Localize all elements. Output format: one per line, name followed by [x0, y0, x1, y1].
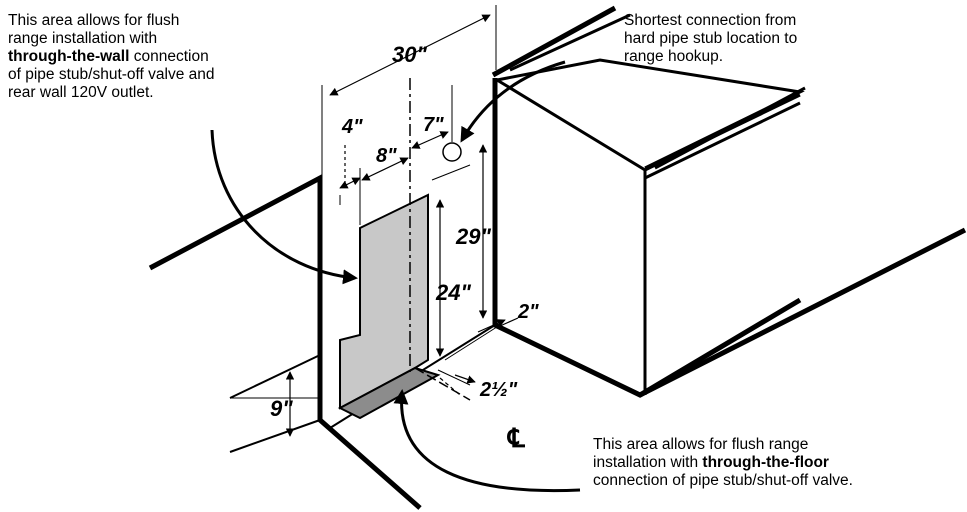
leader-through-floor [393, 389, 581, 493]
callout-through-floor: This area allows for flush range install… [593, 436, 853, 490]
callout-line: This area allows for flush [8, 12, 180, 29]
callout-line: range installation with [8, 30, 158, 47]
dim-2-label: 2" [517, 301, 539, 323]
callout-line: Shortest connection from [624, 12, 797, 29]
callout-line: hard pipe stub location to [624, 30, 798, 47]
right-wall-outline [491, 5, 967, 398]
through-floor-area [337, 366, 441, 420]
dim-29-label: 29" [455, 224, 491, 249]
pipe-stub-circle [442, 142, 462, 162]
leader-through-wall [210, 129, 358, 285]
callout-text: connection [129, 48, 209, 65]
dim-2half-label: 2½" [479, 379, 518, 401]
centerline-symbol: ℄ [507, 423, 526, 453]
dim-9-label: 9" [270, 396, 293, 421]
dim-7-label: 7" [423, 114, 444, 136]
callout-line: connection of pipe stub/shut-off valve. [593, 472, 853, 489]
callout-through-wall: This area allows for flush range install… [8, 12, 215, 102]
dim-30-label: 30" [392, 42, 427, 67]
callout-line: rear wall 120V outlet. [8, 84, 154, 101]
dim-8-line [361, 157, 409, 181]
callout-bold-text: through-the-wall [8, 48, 130, 65]
callout-line: This area allows for flush range [593, 436, 809, 453]
dim-4-label: 4" [341, 116, 363, 138]
range-cabinet [496, 13, 806, 395]
dim-24-label: 24" [435, 280, 471, 305]
dim-8-label: 8" [376, 145, 397, 167]
callout-shortest-connection: Shortest connection from hard pipe stub … [624, 12, 797, 66]
callout-bold-text: through-the-floor [702, 454, 829, 471]
dim-4-line [339, 177, 361, 189]
callout-line: of pipe stub/shut-off valve and [8, 66, 215, 83]
callout-line: through-the-wall connection [8, 48, 215, 66]
dim-7-line [411, 131, 449, 149]
leader-shortest-connection [460, 60, 566, 143]
dim-30-line [329, 14, 491, 96]
left-wall-outline [148, 173, 422, 510]
callout-line: range hookup. [624, 48, 724, 65]
dim-2-line [477, 319, 506, 333]
callout-line: installation with through-the-floor [593, 454, 853, 472]
callout-text: installation with [593, 454, 703, 471]
